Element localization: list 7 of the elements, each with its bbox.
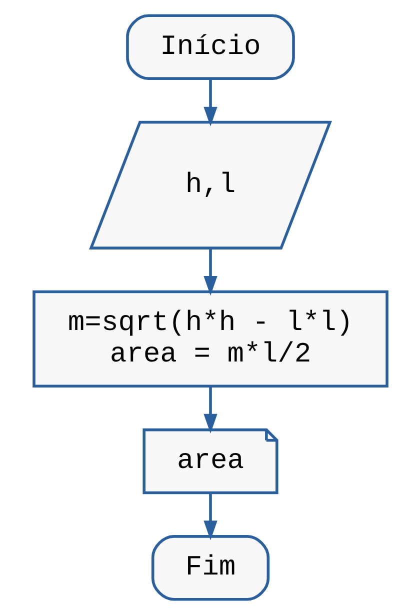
arrow (203, 248, 217, 296)
node-box: Fim (150, 535, 270, 601)
arrow (203, 492, 217, 540)
node-box: m=sqrt(h*h - l*l) area = m*l/2 (32, 290, 388, 388)
arrow (203, 78, 217, 126)
arrow (203, 386, 217, 434)
node-box: Início (126, 14, 294, 80)
